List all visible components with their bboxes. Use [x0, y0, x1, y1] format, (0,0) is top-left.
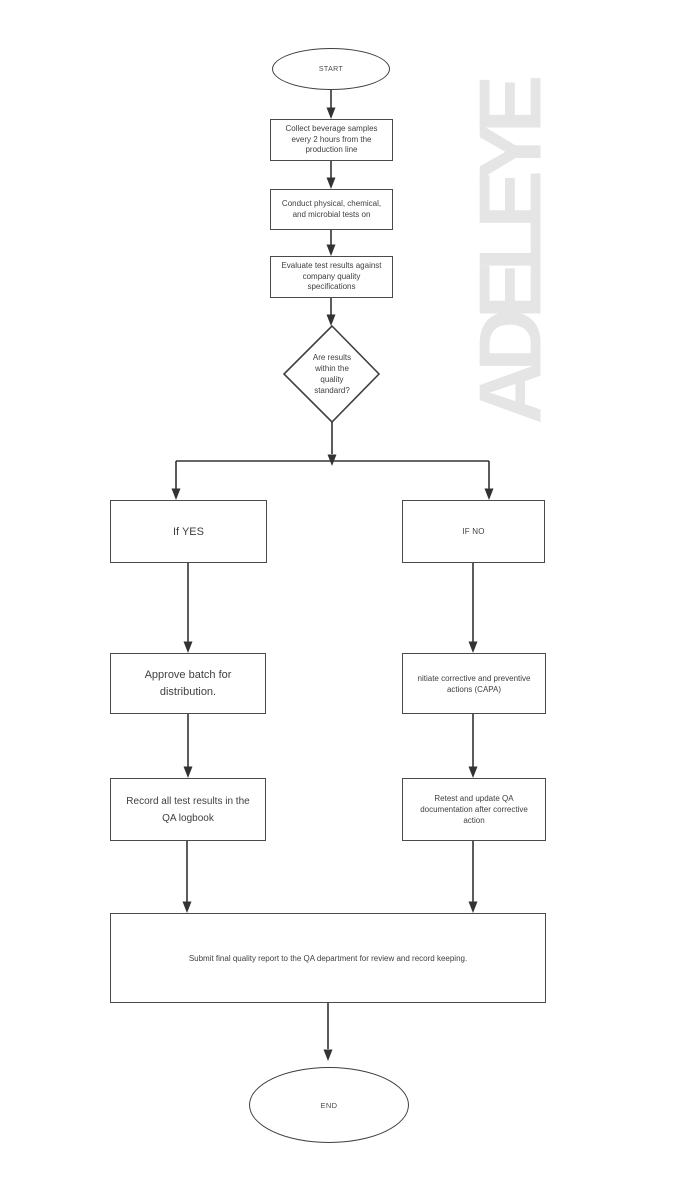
node-record-results: Record all test results in the QA logboo…: [110, 778, 266, 841]
edge-yes-approve: [183, 563, 193, 653]
edge-retest-submit: [468, 841, 478, 913]
node-retest-update: Retest and update QA documentation after…: [402, 778, 546, 841]
edge-decision-split: [171, 422, 494, 500]
edge-capa-retest: [468, 714, 478, 778]
node-conduct-tests: Conduct physical, chemical, and microbia…: [270, 189, 393, 230]
node-if-no: IF NO: [402, 500, 545, 563]
node-approve-batch: Approve batch for distribution.: [110, 653, 266, 714]
node-start: START: [272, 48, 390, 90]
node-end: END: [249, 1067, 409, 1143]
edge-evaluate-decision: [326, 298, 336, 326]
edge-submit-end: [323, 1003, 333, 1061]
edge-start-collect: [326, 90, 336, 119]
edge-no-capa: [468, 563, 478, 653]
node-collect-samples: Collect beverage samples every 2 hours f…: [270, 119, 393, 161]
node-quality-decision-label: Are results within the quality standard?: [312, 353, 352, 395]
edge-record-submit: [182, 841, 192, 913]
node-capa: nitiate corrective and preventive action…: [402, 653, 546, 714]
node-evaluate-results: Evaluate test results against company qu…: [270, 256, 393, 298]
edge-approve-record: [183, 714, 193, 778]
edge-conduct-evaluate: [326, 230, 336, 256]
node-if-yes: If YES: [110, 500, 267, 563]
edge-collect-conduct: [326, 161, 336, 189]
node-submit-report: Submit final quality report to the QA de…: [110, 913, 546, 1003]
